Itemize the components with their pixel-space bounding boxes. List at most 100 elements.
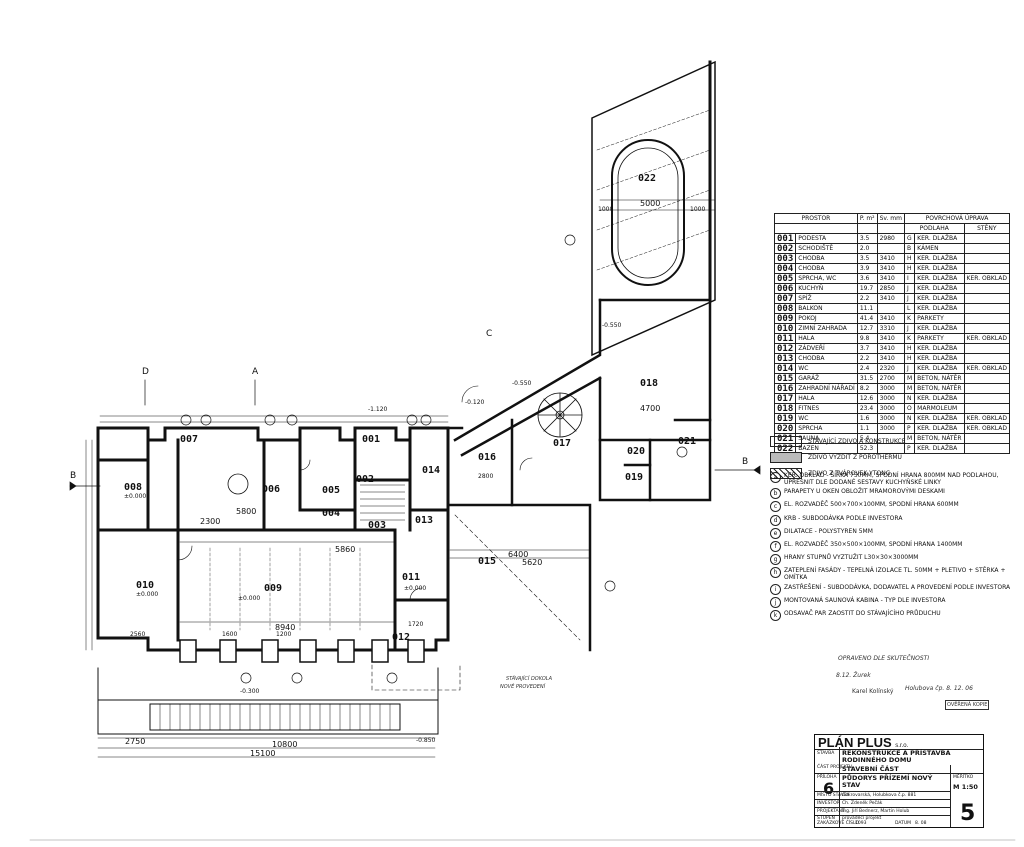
- room-area: 2.0: [856, 243, 878, 254]
- legend-swatch-existing: [770, 435, 802, 447]
- room-floor: KER. DLAŽBA: [914, 253, 965, 264]
- room-name: BALKON: [795, 303, 858, 314]
- room-floor-code: H: [903, 263, 916, 274]
- note-mark: g: [770, 554, 781, 566]
- room-name: SPRCHA: [795, 423, 858, 434]
- room-label-004: 004: [322, 508, 341, 519]
- room-label-020: 020: [627, 446, 646, 457]
- room-height: 3410: [876, 273, 905, 284]
- room-name: PODESTA: [795, 233, 858, 244]
- room-area: 3.9: [856, 263, 878, 274]
- table-subheader-row: PODLAHA STĚNY: [774, 223, 1011, 234]
- room-area: 23.4: [856, 403, 878, 414]
- room-floor-code: L: [903, 303, 916, 314]
- level-mark: -1.120: [368, 406, 388, 413]
- room-code: 006: [773, 283, 797, 294]
- room-floor: KER. DLAŽBA: [914, 353, 965, 364]
- level-mark: ±0.000: [404, 585, 427, 592]
- room-wall: KER. OBKLAD: [963, 273, 1011, 284]
- room-floor-code: O: [903, 403, 916, 414]
- room-area: 2.2: [856, 293, 878, 304]
- room-label-016: 016: [478, 452, 497, 463]
- room-wall: [963, 303, 1011, 314]
- room-code: 008: [773, 303, 797, 314]
- note-text: DILATACE - POLYSTYREN 5MM: [784, 527, 873, 535]
- dim-2560: 2560: [130, 631, 146, 638]
- level-mark: ±0.000: [136, 591, 159, 598]
- room-height: 3310: [876, 323, 905, 334]
- room-label-008: 008: [124, 482, 143, 493]
- room-floor: BETON, NÁTĚR: [914, 373, 965, 384]
- col-area: P. m²: [856, 213, 878, 224]
- drawing-scale: M 1:50: [953, 783, 978, 791]
- dim-10800: 10800: [272, 740, 298, 749]
- note-text: EL. ROZVADĚČ 350×500×100MM, SPODNÍ HRANA…: [784, 540, 963, 548]
- room-name: CHODBA: [795, 353, 858, 364]
- site-location: Cukrovarská, Holubkova č.p. 881: [842, 793, 917, 798]
- room-area: 1.1: [856, 423, 878, 434]
- room-code: 004: [773, 263, 797, 274]
- note-text: ZASTŘEŠENÍ - SUBDODÁVKA, DODAVATEL A PRO…: [784, 583, 1011, 591]
- room-floor: KER. DLAŽBA: [914, 233, 965, 244]
- room-area: 3.5: [856, 253, 878, 264]
- room-floor-code: M: [903, 383, 916, 394]
- room-floor-code: H: [903, 343, 916, 354]
- room-area: 8.2: [856, 383, 878, 394]
- room-name: WC: [795, 363, 858, 374]
- dim-1000-left: 1000: [598, 206, 614, 213]
- room-area: 3.6: [856, 273, 878, 284]
- room-label-002: 002: [356, 474, 375, 485]
- room-label-013: 013: [415, 515, 434, 526]
- room-code: 011: [773, 333, 797, 344]
- room-wall: [963, 393, 1011, 404]
- legend-item: ZDIVO VYZDÍT Z POROTHERMU: [770, 449, 1010, 465]
- room-height: [876, 303, 905, 314]
- col-wall: STĚNY: [963, 223, 1011, 234]
- note-mark: c: [770, 501, 781, 513]
- room-height: 3410: [876, 353, 905, 364]
- room-code: 007: [773, 293, 797, 304]
- room-floor: KER. DLAŽBA: [914, 343, 965, 354]
- room-name: HALA: [795, 393, 858, 404]
- title-block: PLÁN PLUS s.r.o. STAVBA REKONSTRUKCE A P…: [814, 734, 984, 828]
- room-label-015: 015: [478, 556, 497, 567]
- room-height: 2700: [876, 373, 905, 384]
- room-code: 015: [773, 373, 797, 384]
- handwritten-note: 8.12. Žurek: [836, 672, 871, 679]
- label-akce: STAVBA: [817, 751, 835, 756]
- note-mark: a: [770, 472, 781, 483]
- room-height: 3000: [876, 383, 905, 394]
- room-wall: [963, 443, 1011, 454]
- job-number: 1093: [855, 821, 867, 826]
- room-floor-code: P: [903, 423, 916, 434]
- room-area: 3.7: [856, 343, 878, 354]
- level-mark: -0.550: [512, 380, 532, 387]
- room-label-005: 005: [322, 485, 341, 496]
- room-height: 3410: [876, 333, 905, 344]
- room-code: 017: [773, 393, 797, 404]
- room-label-011: 011: [402, 572, 421, 583]
- room-code: 016: [773, 383, 797, 394]
- room-wall: [963, 373, 1011, 384]
- room-floor-code: N: [903, 413, 916, 424]
- handwritten-note: OPRAVENO DLE SKUTEČNOSTI: [838, 655, 930, 662]
- room-code: 001: [773, 233, 797, 244]
- room-name: SCHODIŠTĚ: [795, 243, 858, 254]
- part-number: 6: [823, 779, 835, 798]
- room-name: HALA: [795, 333, 858, 344]
- col-floor: PODLAHA: [903, 223, 965, 234]
- col-height: Sv. mm: [876, 213, 905, 224]
- room-label-009: 009: [264, 583, 283, 594]
- dim-5800: 5800: [236, 507, 257, 516]
